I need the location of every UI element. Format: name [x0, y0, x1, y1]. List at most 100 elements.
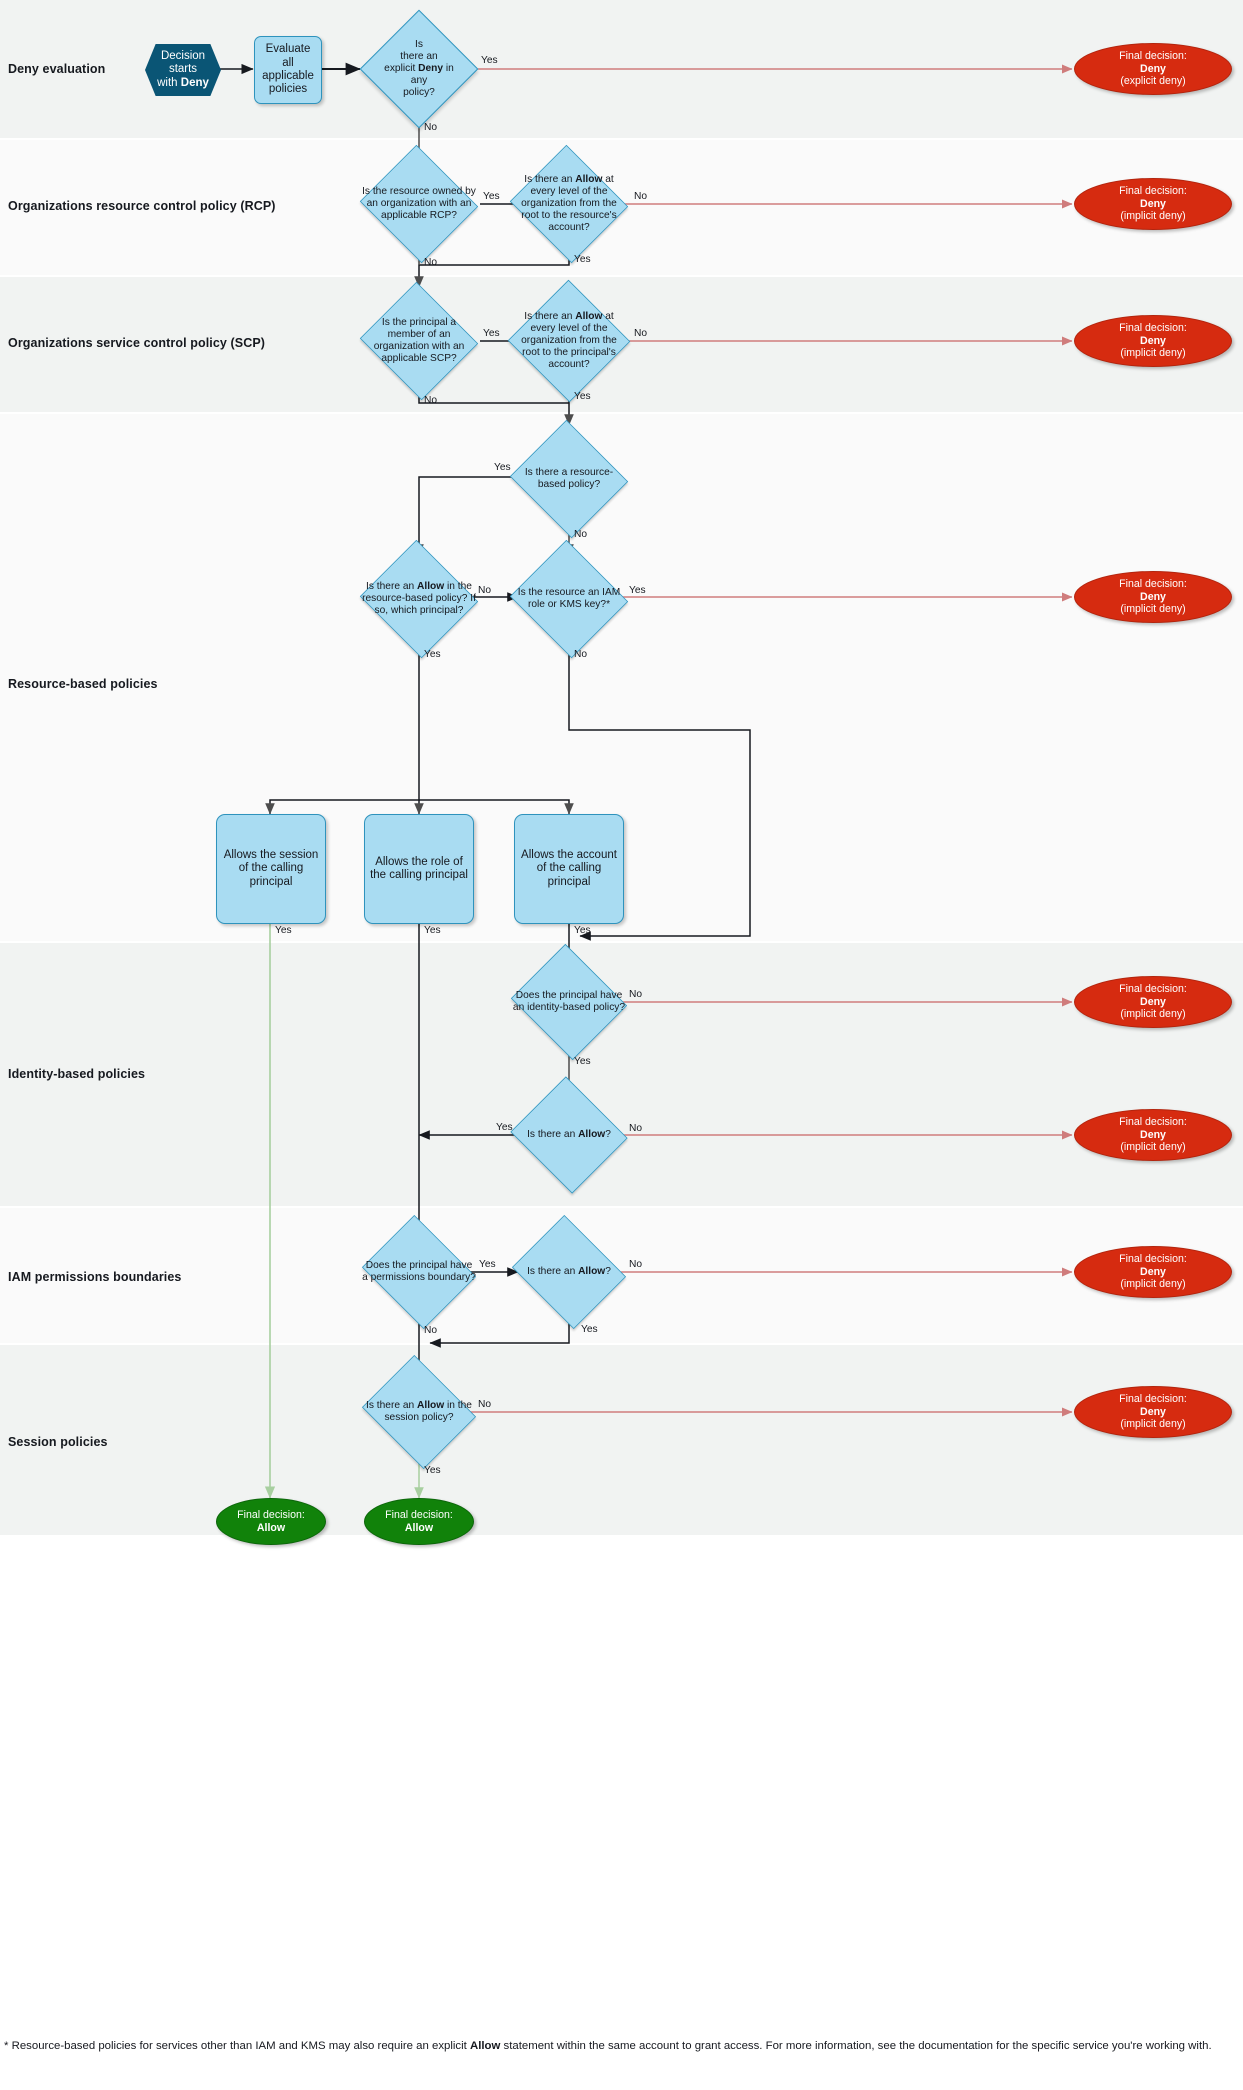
final-allow-right-l1: Final decision:	[385, 1508, 453, 1521]
final-rbp-deny-l2: Deny	[1140, 590, 1166, 603]
decision-resource-is-iam-role-or-kms-key[interactable]: Is the resource an IAM role or KMS key?*	[509, 539, 629, 659]
final-session-deny-l3: (implicit deny)	[1120, 1418, 1186, 1431]
edge-label-boundary-no: No	[424, 1325, 438, 1336]
terminal-final-decision-identity-implicit-deny-1[interactable]: Final decision: Deny (implicit deny)	[1074, 976, 1232, 1028]
band-label-identity-based: Identity-based policies	[8, 1067, 146, 1081]
rcp-allow-bold: Allow	[575, 173, 603, 185]
rcp-owned-text: Is the resource owned by an organization…	[362, 185, 476, 222]
decision-identity-policy-has-allow[interactable]: Is there an Allow?	[510, 1076, 628, 1194]
decision-principal-has-identity-based-policy[interactable]: Does the principal have an identity-base…	[510, 943, 628, 1061]
edge-label-scp-member-no: No	[424, 395, 438, 406]
edge-label-boundary-allow-yes: Yes	[581, 1324, 598, 1335]
start-bold-deny: Deny	[180, 76, 209, 89]
terminal-final-decision-allow-right[interactable]: Final decision: Allow	[364, 1498, 474, 1545]
terminal-final-decision-rcp-implicit-deny[interactable]: Final decision: Deny (implicit deny)	[1074, 178, 1232, 230]
identity-allow-pre: Is there an	[527, 1128, 579, 1140]
boundary-allow-bold: Allow	[578, 1265, 606, 1277]
terminal-final-decision-boundary-implicit-deny[interactable]: Final decision: Deny (implicit deny)	[1074, 1246, 1232, 1298]
scp-member-text: Is the principal a member of an organiza…	[373, 316, 465, 365]
edge-label-scp-allow-yes: Yes	[574, 391, 591, 402]
final-explicit-deny-l1: Final decision:	[1119, 49, 1187, 62]
identity-allow-bold: Allow	[578, 1128, 606, 1140]
edge-label-boundary-yes: Yes	[479, 1259, 496, 1270]
final-identity-deny1-l3: (implicit deny)	[1120, 1008, 1186, 1021]
decision-explicit-deny[interactable]: Is there an explicit Deny in any policy?	[359, 9, 479, 129]
decision-scp-principal-member[interactable]: Is the principal a member of an organiza…	[359, 281, 479, 401]
process-allows-role-of-calling-principal[interactable]: Allows the role of the calling principal	[364, 814, 474, 924]
final-boundary-deny-l3: (implicit deny)	[1120, 1278, 1186, 1291]
edge-label-iam-kms-no: No	[574, 649, 588, 660]
final-rcp-deny-l1: Final decision:	[1119, 184, 1187, 197]
edge-label-explicit-deny-yes: Yes	[481, 55, 498, 66]
explicit-deny-bold: Deny	[418, 62, 444, 74]
edge-label-scp-allow-no: No	[634, 328, 648, 339]
band-session-policies	[0, 1345, 1243, 1535]
final-identity-deny1-l1: Final decision:	[1119, 982, 1187, 995]
final-identity-deny2-l1: Final decision:	[1119, 1115, 1187, 1128]
start-line2: with	[157, 76, 181, 89]
edge-label-rcp-allow-yes: Yes	[574, 254, 591, 265]
edge-label-identity-policy-yes: Yes	[574, 1056, 591, 1067]
decision-has-resource-based-policy[interactable]: Is there a resource-based policy?	[509, 419, 629, 539]
final-scp-deny-l2: Deny	[1140, 334, 1166, 347]
start-node-decision-starts-with-deny[interactable]: Decision starts with Deny	[145, 44, 221, 96]
terminal-final-decision-allow-left[interactable]: Final decision: Allow	[216, 1498, 326, 1545]
identity-allow-post: ?	[605, 1128, 611, 1140]
evaluate-text: Evaluate all applicable policies	[262, 43, 314, 96]
final-scp-deny-l1: Final decision:	[1119, 321, 1187, 334]
final-allow-left-l2: Allow	[256, 1521, 286, 1534]
footnote-bold-allow: Allow	[469, 2040, 501, 2052]
decision-resource-policy-allow-which-principal[interactable]: Is there an Allow in the resource-based …	[359, 539, 479, 659]
final-identity-deny2-l2: Deny	[1140, 1128, 1166, 1141]
decision-permissions-boundary-has-allow[interactable]: Is there an Allow?	[510, 1214, 628, 1330]
final-session-deny-l1: Final decision:	[1119, 1392, 1187, 1405]
explicit-deny-l3a: explicit	[384, 62, 419, 74]
scp-allow-post: at every level of the organization from …	[521, 310, 617, 371]
edge-label-has-rbp-no: No	[574, 529, 588, 540]
edge-label-rbp-allow-no: No	[478, 585, 492, 596]
allows-role-text: Allows the role of the calling principal	[370, 855, 468, 881]
final-explicit-deny-l2: Deny	[1140, 62, 1166, 75]
iam-kms-text: Is the resource an IAM role or KMS key?*	[517, 586, 621, 610]
edge-label-rcp-owned-no: No	[424, 257, 438, 268]
edge-label-session-allow-yes: Yes	[424, 1465, 441, 1476]
final-allow-right-l2: Allow	[404, 1521, 434, 1534]
final-explicit-deny-l3: (explicit deny)	[1120, 75, 1186, 88]
edge-label-session-box-yes: Yes	[275, 925, 292, 936]
decision-principal-has-permissions-boundary[interactable]: Does the principal have a permissions bo…	[360, 1214, 478, 1330]
edge-label-explicit-deny-no: No	[424, 122, 438, 133]
decision-rcp-resource-owned[interactable]: Is the resource owned by an organization…	[359, 144, 479, 264]
footnote-part1: * Resource-based policies for services o…	[4, 2040, 470, 2052]
rbp-allow-post: in the resource-based policy? If so, whi…	[362, 580, 476, 617]
terminal-final-decision-resource-implicit-deny[interactable]: Final decision: Deny (implicit deny)	[1074, 571, 1232, 623]
final-identity-deny1-l2: Deny	[1140, 995, 1166, 1008]
edge-label-identity-allow-yes: Yes	[496, 1122, 513, 1133]
session-allow-post: in the session policy?	[384, 1399, 472, 1423]
terminal-final-decision-identity-implicit-deny-2[interactable]: Final decision: Deny (implicit deny)	[1074, 1109, 1232, 1161]
has-resource-policy-text: Is there a resource-based policy?	[524, 466, 614, 490]
final-rcp-deny-l3: (implicit deny)	[1120, 210, 1186, 223]
band-label-session-policies: Session policies	[8, 1435, 108, 1449]
terminal-final-decision-scp-implicit-deny[interactable]: Final decision: Deny (implicit deny)	[1074, 315, 1232, 367]
edge-label-scp-member-yes: Yes	[483, 328, 500, 339]
process-allows-session-of-calling-principal[interactable]: Allows the session of the calling princi…	[216, 814, 326, 924]
decision-session-policy-has-allow[interactable]: Is there an Allow in the session policy?	[360, 1354, 478, 1470]
terminal-final-decision-session-implicit-deny[interactable]: Final decision: Deny (implicit deny)	[1074, 1386, 1232, 1438]
final-identity-deny2-l3: (implicit deny)	[1120, 1141, 1186, 1154]
explicit-deny-l3c: in any	[410, 62, 454, 87]
decision-scp-allow-every-level[interactable]: Is there an Allow at every level of the …	[507, 279, 631, 403]
final-session-deny-l2: Deny	[1140, 1405, 1166, 1418]
allows-session-text: Allows the session of the calling princi…	[223, 849, 319, 888]
decision-rcp-allow-every-level[interactable]: Is there an Allow at every level of the …	[509, 144, 629, 264]
terminal-final-decision-explicit-deny[interactable]: Final decision: Deny (explicit deny)	[1074, 43, 1232, 95]
process-evaluate-all-applicable-policies[interactable]: Evaluate all applicable policies	[254, 36, 322, 104]
edge-label-identity-allow-no: No	[629, 1123, 643, 1134]
final-scp-deny-l3: (implicit deny)	[1120, 347, 1186, 360]
process-allows-account-of-calling-principal[interactable]: Allows the account of the calling princi…	[514, 814, 624, 924]
footnote-part2: statement within the same account to gra…	[500, 2040, 1212, 2052]
final-allow-left-l1: Final decision:	[237, 1508, 305, 1521]
boundary-allow-post: ?	[605, 1265, 611, 1277]
edge-label-rcp-owned-yes: Yes	[483, 191, 500, 202]
edge-label-iam-kms-yes: Yes	[629, 585, 646, 596]
